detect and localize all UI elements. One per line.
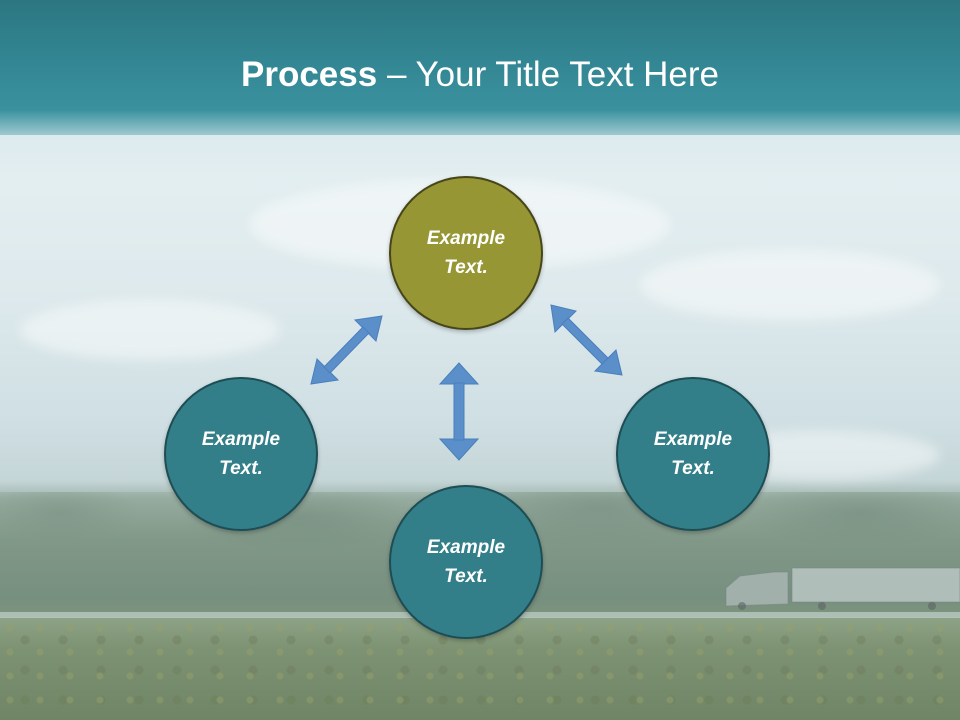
double-arrow-vertical [438,362,480,461]
process-node-bottom: Example Text. [389,485,543,639]
node-label: Example Text. [653,429,733,479]
process-node-top: Example Text. [389,176,543,330]
cloud [640,250,940,320]
double-arrow-top-left [310,315,383,385]
double-arrow-top-right [550,304,623,376]
process-node-left: Example Text. [164,377,318,531]
title-rest: – Your Title Text Here [377,55,719,94]
truck-silhouette [725,567,960,610]
node-label: Example Text. [426,537,506,587]
node-label: Example Text. [201,429,281,479]
cloud [20,300,280,360]
title-bold: Process [241,55,378,94]
node-label: Example Text. [426,228,506,278]
process-node-right: Example Text. [616,377,770,531]
header-band [0,0,960,135]
page-title: Process – Your Title Text Here [0,54,960,96]
